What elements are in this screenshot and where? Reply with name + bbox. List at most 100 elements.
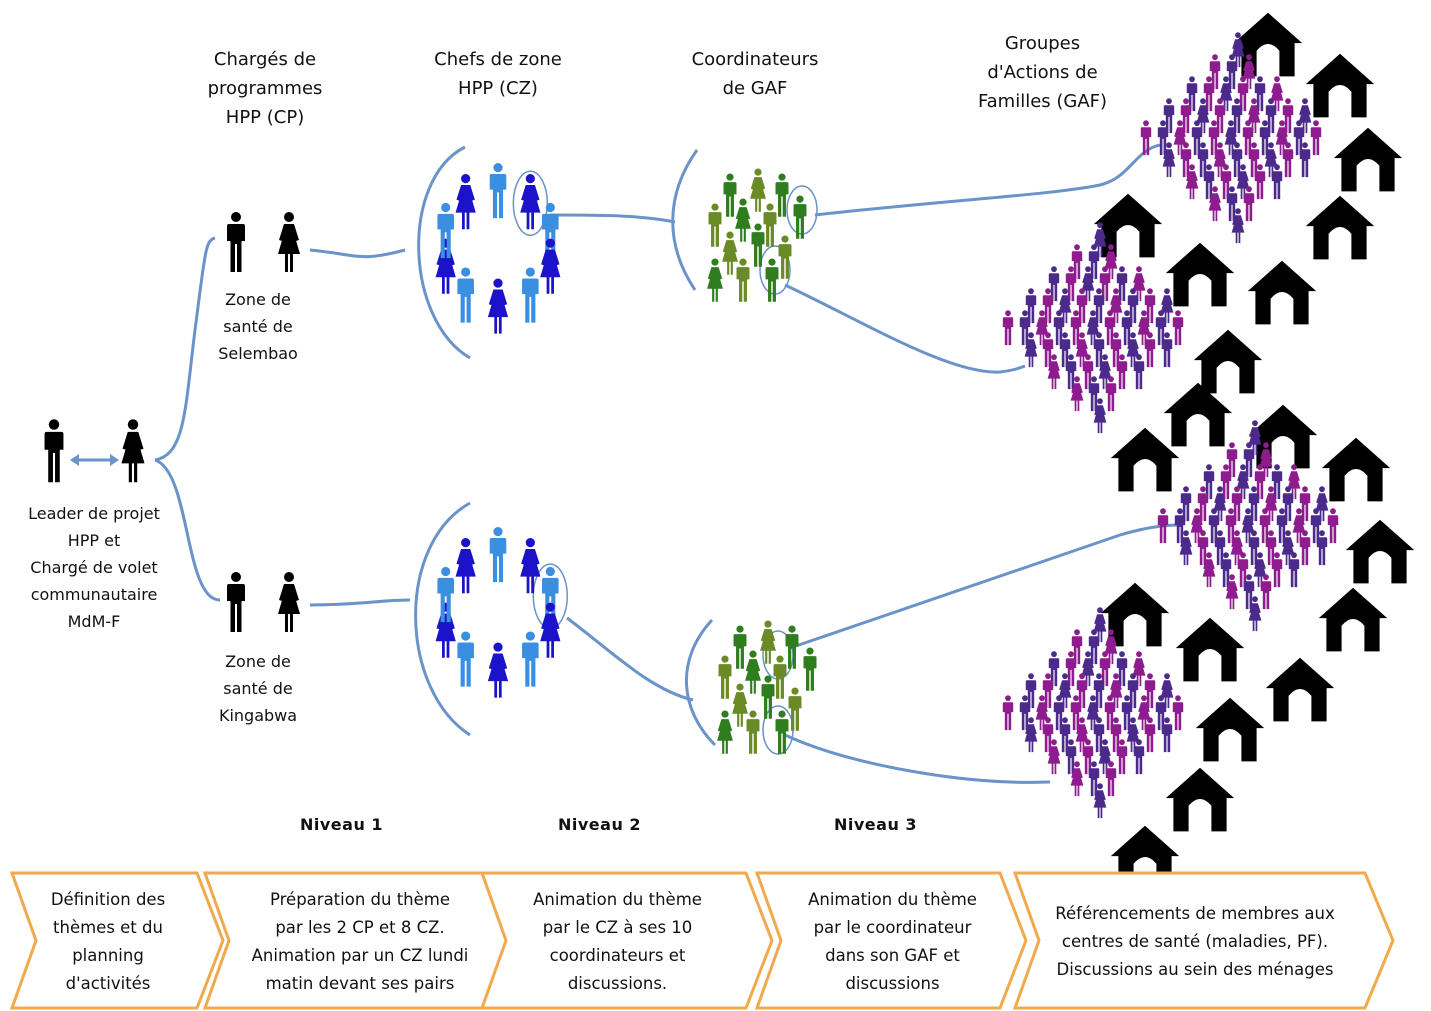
connector-cp-cz-bottom (309, 598, 411, 607)
connector-coord-gaf-2 (784, 283, 1026, 374)
house-icon (1165, 767, 1235, 832)
person-icon (522, 631, 539, 687)
level-label-3: Niveau 3 (834, 815, 918, 834)
house-icon (1175, 617, 1245, 682)
house-icon (1233, 12, 1303, 77)
house-icon (1305, 195, 1375, 260)
person-icon (735, 198, 751, 242)
person-icon (1327, 508, 1339, 544)
person-icon (1282, 142, 1294, 178)
person-icon (723, 173, 737, 217)
person-icon (540, 238, 561, 294)
person-icon (522, 267, 539, 323)
house-icon (1247, 260, 1317, 325)
person-icon (278, 572, 300, 632)
person-icon (227, 572, 245, 632)
connector-cp-cz-top (309, 248, 406, 259)
person-icon (455, 537, 476, 594)
house-icon (1195, 697, 1265, 762)
person-icon (733, 625, 747, 669)
person-icon (803, 647, 817, 691)
step-animation-cz-text: Animation du thème par le CZ à ses 10 co… (533, 890, 702, 993)
level-label-1: Niveau 1 (300, 815, 384, 834)
person-icon (1002, 695, 1014, 731)
person-icon (1144, 717, 1156, 753)
chevron-arrow-icon (1012, 871, 1395, 1010)
connector-coord-gaf-3 (789, 523, 1181, 650)
person-icon (708, 203, 722, 247)
bracket-arc (417, 145, 471, 360)
person-icon (1172, 310, 1184, 346)
person-icon (1271, 164, 1283, 200)
highlight-cz-top (512, 170, 549, 237)
person-icon (1144, 332, 1156, 368)
person-icon (1288, 552, 1300, 588)
person-icon (489, 162, 507, 219)
house-icon (1163, 382, 1233, 447)
person-icon (435, 602, 456, 658)
connector-leader-selembao (154, 236, 216, 462)
chevron-arrow-icon (9, 871, 225, 1010)
bracket-arc (414, 501, 471, 737)
house-icon (1110, 427, 1180, 492)
person-icon (1260, 574, 1272, 610)
person-icon (751, 223, 765, 267)
connector-cz-coord-top (549, 213, 676, 224)
person-icon (1243, 186, 1255, 222)
person-icon (1105, 761, 1117, 797)
house-icon (1333, 127, 1403, 192)
person-icon (736, 258, 750, 302)
house-icon (1305, 53, 1375, 118)
column-header-coord: Coordinateurs de GAF (691, 49, 819, 99)
connectors-layer (70, 143, 1181, 784)
person-icon (1105, 376, 1117, 412)
house-icon (1318, 587, 1388, 652)
person-icon (745, 650, 761, 694)
person-icon (750, 168, 766, 212)
arrow-head-right-icon (110, 454, 119, 466)
person-icon (788, 687, 802, 731)
person-icon (455, 173, 476, 230)
level-label-2: Niveau 2 (558, 815, 642, 834)
zone-label-kingabwa: Zone de santé de Kingabwa (218, 652, 298, 725)
person-icon (1002, 310, 1014, 346)
person-icon (487, 642, 509, 698)
house-icon (1345, 519, 1415, 584)
person-icon (775, 710, 789, 754)
column-header-gaf: Groupes d'Actions de Familles (GAF) (977, 33, 1108, 112)
house-icon (1321, 437, 1391, 502)
person-icon (278, 212, 300, 272)
leader-label: Leader de projet HPP et Chargé de volet … (28, 504, 160, 631)
house-icon (1193, 329, 1263, 394)
person-icon (457, 267, 474, 323)
person-icon (717, 710, 733, 754)
person-icon (1299, 530, 1311, 566)
person-icon (489, 526, 507, 583)
chevrons-layer (9, 871, 1395, 1010)
person-icon (520, 537, 541, 594)
connector-coord-gaf-1 (814, 143, 1161, 217)
person-icon (435, 238, 456, 294)
bracket-arc (671, 149, 699, 291)
arrow-head-left-icon (70, 454, 79, 466)
person-icon (1133, 354, 1145, 390)
connector-leader-kingabwa (154, 458, 221, 602)
person-icon (44, 419, 64, 483)
person-icon (732, 683, 748, 727)
person-icon (457, 631, 474, 687)
house-icon (1165, 242, 1235, 307)
chevron-arrow-icon (754, 871, 1028, 1010)
house-icon (1093, 193, 1163, 258)
person-icon (765, 258, 779, 302)
column-header-cz: Chefs de zone HPP (CZ) (434, 49, 562, 99)
bracket-arc (684, 618, 717, 747)
step-definition-text: Définition des thèmes et du planning d'a… (50, 890, 166, 993)
person-icon (746, 710, 760, 754)
person-icon (227, 212, 245, 272)
person-icon (487, 278, 509, 334)
step-animation-coord-text: Animation du thème par le coordinateur d… (808, 890, 977, 993)
person-icon (1172, 695, 1184, 731)
person-icon (722, 231, 738, 275)
